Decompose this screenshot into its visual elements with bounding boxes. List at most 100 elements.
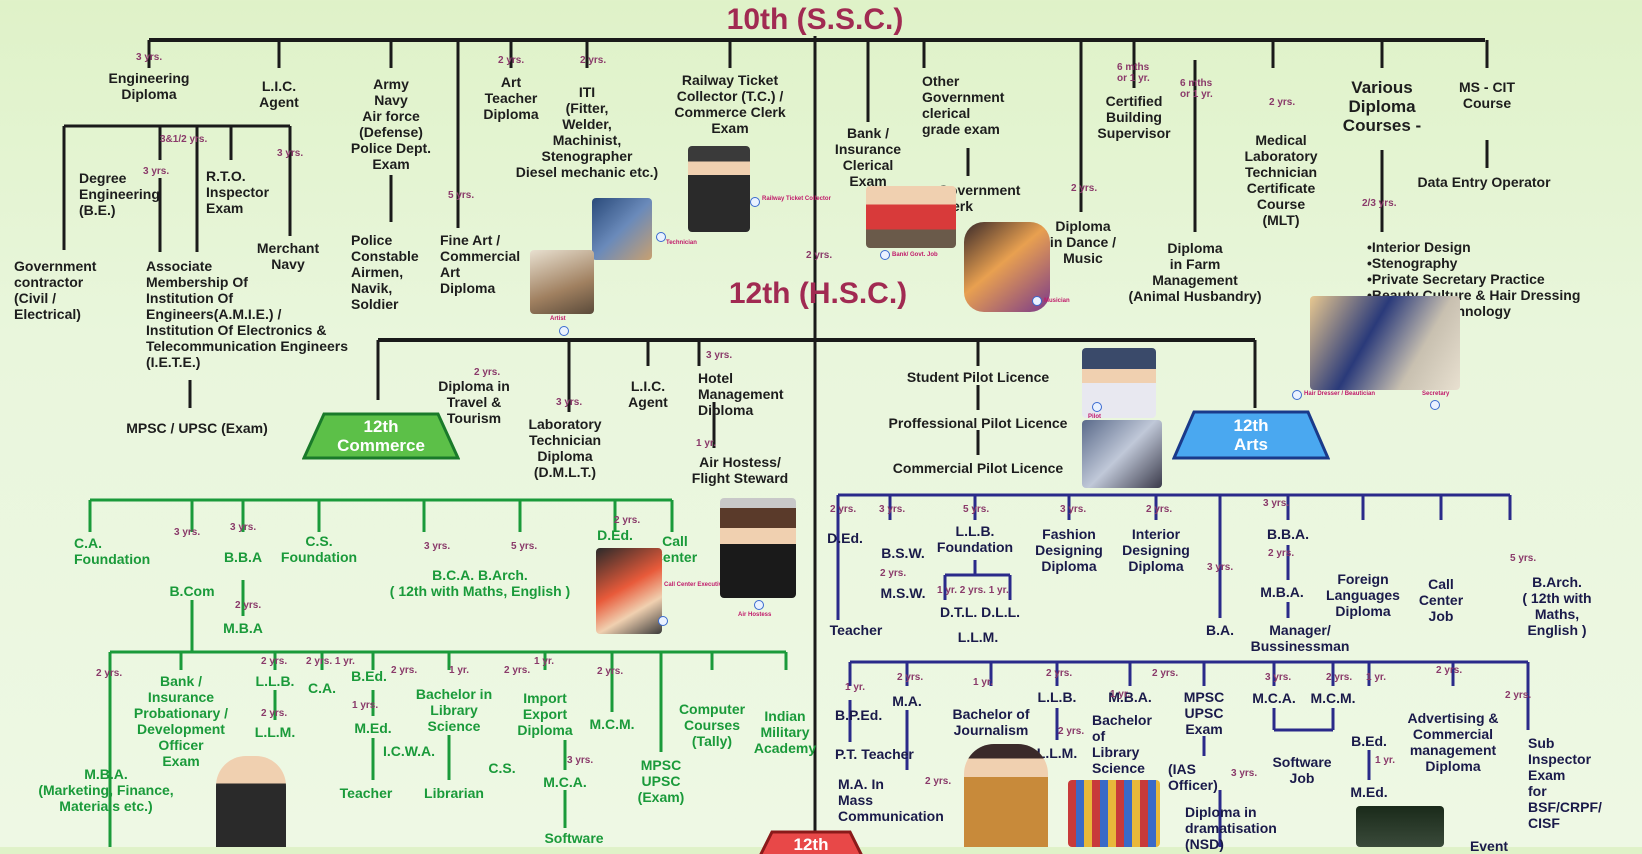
duration-label: 2 yrs. — [261, 656, 288, 667]
call-center-marker-icon — [658, 616, 668, 626]
musician-tag: Musician — [1044, 298, 1070, 304]
stream-arts-label: 12th Arts — [1233, 416, 1269, 454]
railway-tc-marker-icon — [750, 197, 760, 207]
stream-commerce: 12th Commerce — [302, 412, 460, 460]
node-railway: Railway Ticket Collector (T.C.) / Commer… — [674, 72, 786, 136]
node-software1: Software — [544, 830, 604, 846]
node-icwa: I.C.W.A. — [382, 743, 436, 759]
duration-label: 2 yrs. — [1269, 97, 1296, 108]
node-ded2: D.Ed. — [827, 530, 863, 546]
duration-label: 3 yrs. — [230, 522, 257, 533]
duration-label: 2 yrs. — [806, 250, 833, 261]
railway-tc-tag: Railway Ticket Collector — [762, 196, 831, 202]
node-mpsc2: MPSC UPSC (Exam) — [637, 757, 685, 805]
artist-marker-icon — [559, 326, 569, 336]
librarian-illustration — [1068, 780, 1160, 847]
node-lic2: L.I.C. Agent — [628, 378, 668, 410]
stream-science-peek: 12th — [756, 830, 866, 854]
node-ca-found: C.A. Foundation — [74, 535, 151, 567]
node-call1: Call Center — [652, 533, 698, 565]
technician-marker-icon — [656, 232, 666, 242]
duration-label: 2 yrs. — [830, 504, 857, 515]
duration-label: 3 yrs. — [1207, 562, 1234, 573]
duration-label: 3 yrs. — [879, 504, 906, 515]
duration-label: 2 yrs. — [1505, 690, 1532, 701]
node-call2: Call Center Job — [1418, 576, 1464, 624]
duration-label: 6 mths or 1 yr. — [1117, 62, 1150, 84]
node-bed1: B.Ed. — [351, 668, 387, 684]
duration-label: 2 yrs. — [504, 665, 531, 676]
duration-label: 2 yrs. — [1268, 548, 1295, 559]
duration-label: 2 yrs. — [1326, 672, 1353, 683]
duration-label: 1 yr. — [534, 656, 555, 667]
node-cs2: C.S. — [488, 760, 516, 776]
hair-dresser-tag: Hair Dresser / Beautician — [1304, 391, 1376, 397]
node-lic1: L.I.C. Agent — [259, 78, 299, 110]
node-farm: Diploma in Farm Management (Animal Husba… — [1128, 240, 1262, 304]
node-bca: B.C.A. B.Arch. ( 12th with Maths, Englis… — [389, 567, 571, 599]
duration-label: 1 yr. — [1110, 689, 1131, 700]
node-fine-art: Fine Art / Commercial Art Diploma — [440, 232, 521, 296]
call-center-tag: Call Center Executive — [664, 582, 726, 588]
duration-label: 2 yrs. — [925, 776, 952, 787]
node-lab-tech: Laboratory Technician Diploma (D.M.L.T.) — [528, 416, 602, 480]
call-center-illustration — [596, 548, 662, 634]
node-eng-dip: Engineering Diploma — [108, 70, 190, 102]
node-blib2: Bachelor of Library Science — [1092, 712, 1152, 776]
node-dtl: D.T.L. D.L.L. — [939, 604, 1021, 620]
node-ms-cit: MS - CIT Course — [1459, 79, 1515, 111]
node-mpsc1: MPSC / UPSC (Exam) — [126, 420, 268, 436]
node-degree-eng: Degree Engineering (B.E.) — [79, 170, 160, 218]
node-event: Event — [1469, 838, 1509, 854]
node-mpsc3: MPSC UPSC Exam — [1183, 689, 1225, 737]
node-msw: M.S.W. — [880, 585, 926, 601]
node-medical-lab: Medical Laboratory Technician Certificat… — [1244, 132, 1318, 228]
node-ssc: 10th (S.S.C.) — [726, 3, 904, 36]
node-cert-build: Certified Building Supervisor — [1097, 93, 1171, 141]
stream-arts: 12th Arts — [1172, 410, 1330, 460]
node-other-govt: Other Government clerical grade exam — [922, 73, 1005, 137]
duration-label: 1 yr. — [1375, 755, 1396, 766]
node-mca1: M.C.A. — [543, 774, 587, 790]
duration-label: 3 yrs. — [277, 148, 304, 159]
node-merchant: Merchant Navy — [256, 240, 320, 272]
node-llm2: L.L.M. — [957, 629, 999, 645]
node-software2: Software Job — [1272, 754, 1332, 786]
cockpit-illustration — [1082, 420, 1162, 488]
duration-label: 1 yr. — [449, 665, 470, 676]
duration-label: 3 yrs. — [1060, 504, 1087, 515]
node-bank-clerk: Bank / Insurance Clerical Exam — [834, 125, 902, 189]
duration-label: 2 yrs. — [1146, 504, 1173, 515]
node-advertising: Advertising & Commercial management Dipl… — [1407, 710, 1499, 774]
musician-marker-icon — [1032, 296, 1042, 306]
duration-label: 3&1/2 yrs. — [160, 134, 208, 145]
duration-label: 5 yrs. — [511, 541, 538, 552]
duration-label: 5 yrs. — [448, 190, 475, 201]
stream-science-label: 12th — [793, 834, 829, 854]
bank-clerk-marker-icon — [880, 250, 890, 260]
artist-tag: Artist — [550, 316, 566, 322]
node-data-entry: Data Entry Operator — [1417, 174, 1551, 190]
node-ca2: C.A. — [308, 680, 336, 696]
node-llm3: L.L.M. — [1036, 745, 1078, 761]
air-hostess-illustration — [720, 498, 796, 598]
node-mba2: M.B.A. — [1260, 584, 1304, 600]
node-dramatisation: Diploma in dramatisation (NSD) — [1185, 804, 1277, 852]
node-teacher2: Teacher — [829, 622, 883, 638]
node-iti: ITI (Fitter, Welder, Machinist, Stenogra… — [515, 84, 659, 180]
duration-label: 3 yrs. — [136, 52, 163, 63]
duration-label: 3 yrs. — [424, 541, 451, 552]
duration-label: 2 yrs. — [261, 708, 288, 719]
node-journalism: Bachelor of Journalism — [952, 706, 1030, 738]
node-bba2: B.B.A. — [1267, 526, 1309, 542]
duration-label: 2 yrs. — [498, 55, 525, 66]
node-bped: B.P.Ed. — [835, 707, 883, 723]
node-blib1: Bachelor in Library Science — [415, 686, 493, 734]
node-various: Various Diploma Courses - — [1342, 78, 1422, 135]
duration-label: 1 yrs. — [352, 700, 379, 711]
duration-label: 2 yrs. — [1152, 668, 1179, 679]
bank-clerk-illustration — [866, 186, 956, 248]
secretary-tag: Secretary — [1422, 391, 1450, 397]
technician-illustration — [592, 198, 652, 260]
duration-label: 3 yrs. — [143, 166, 170, 177]
